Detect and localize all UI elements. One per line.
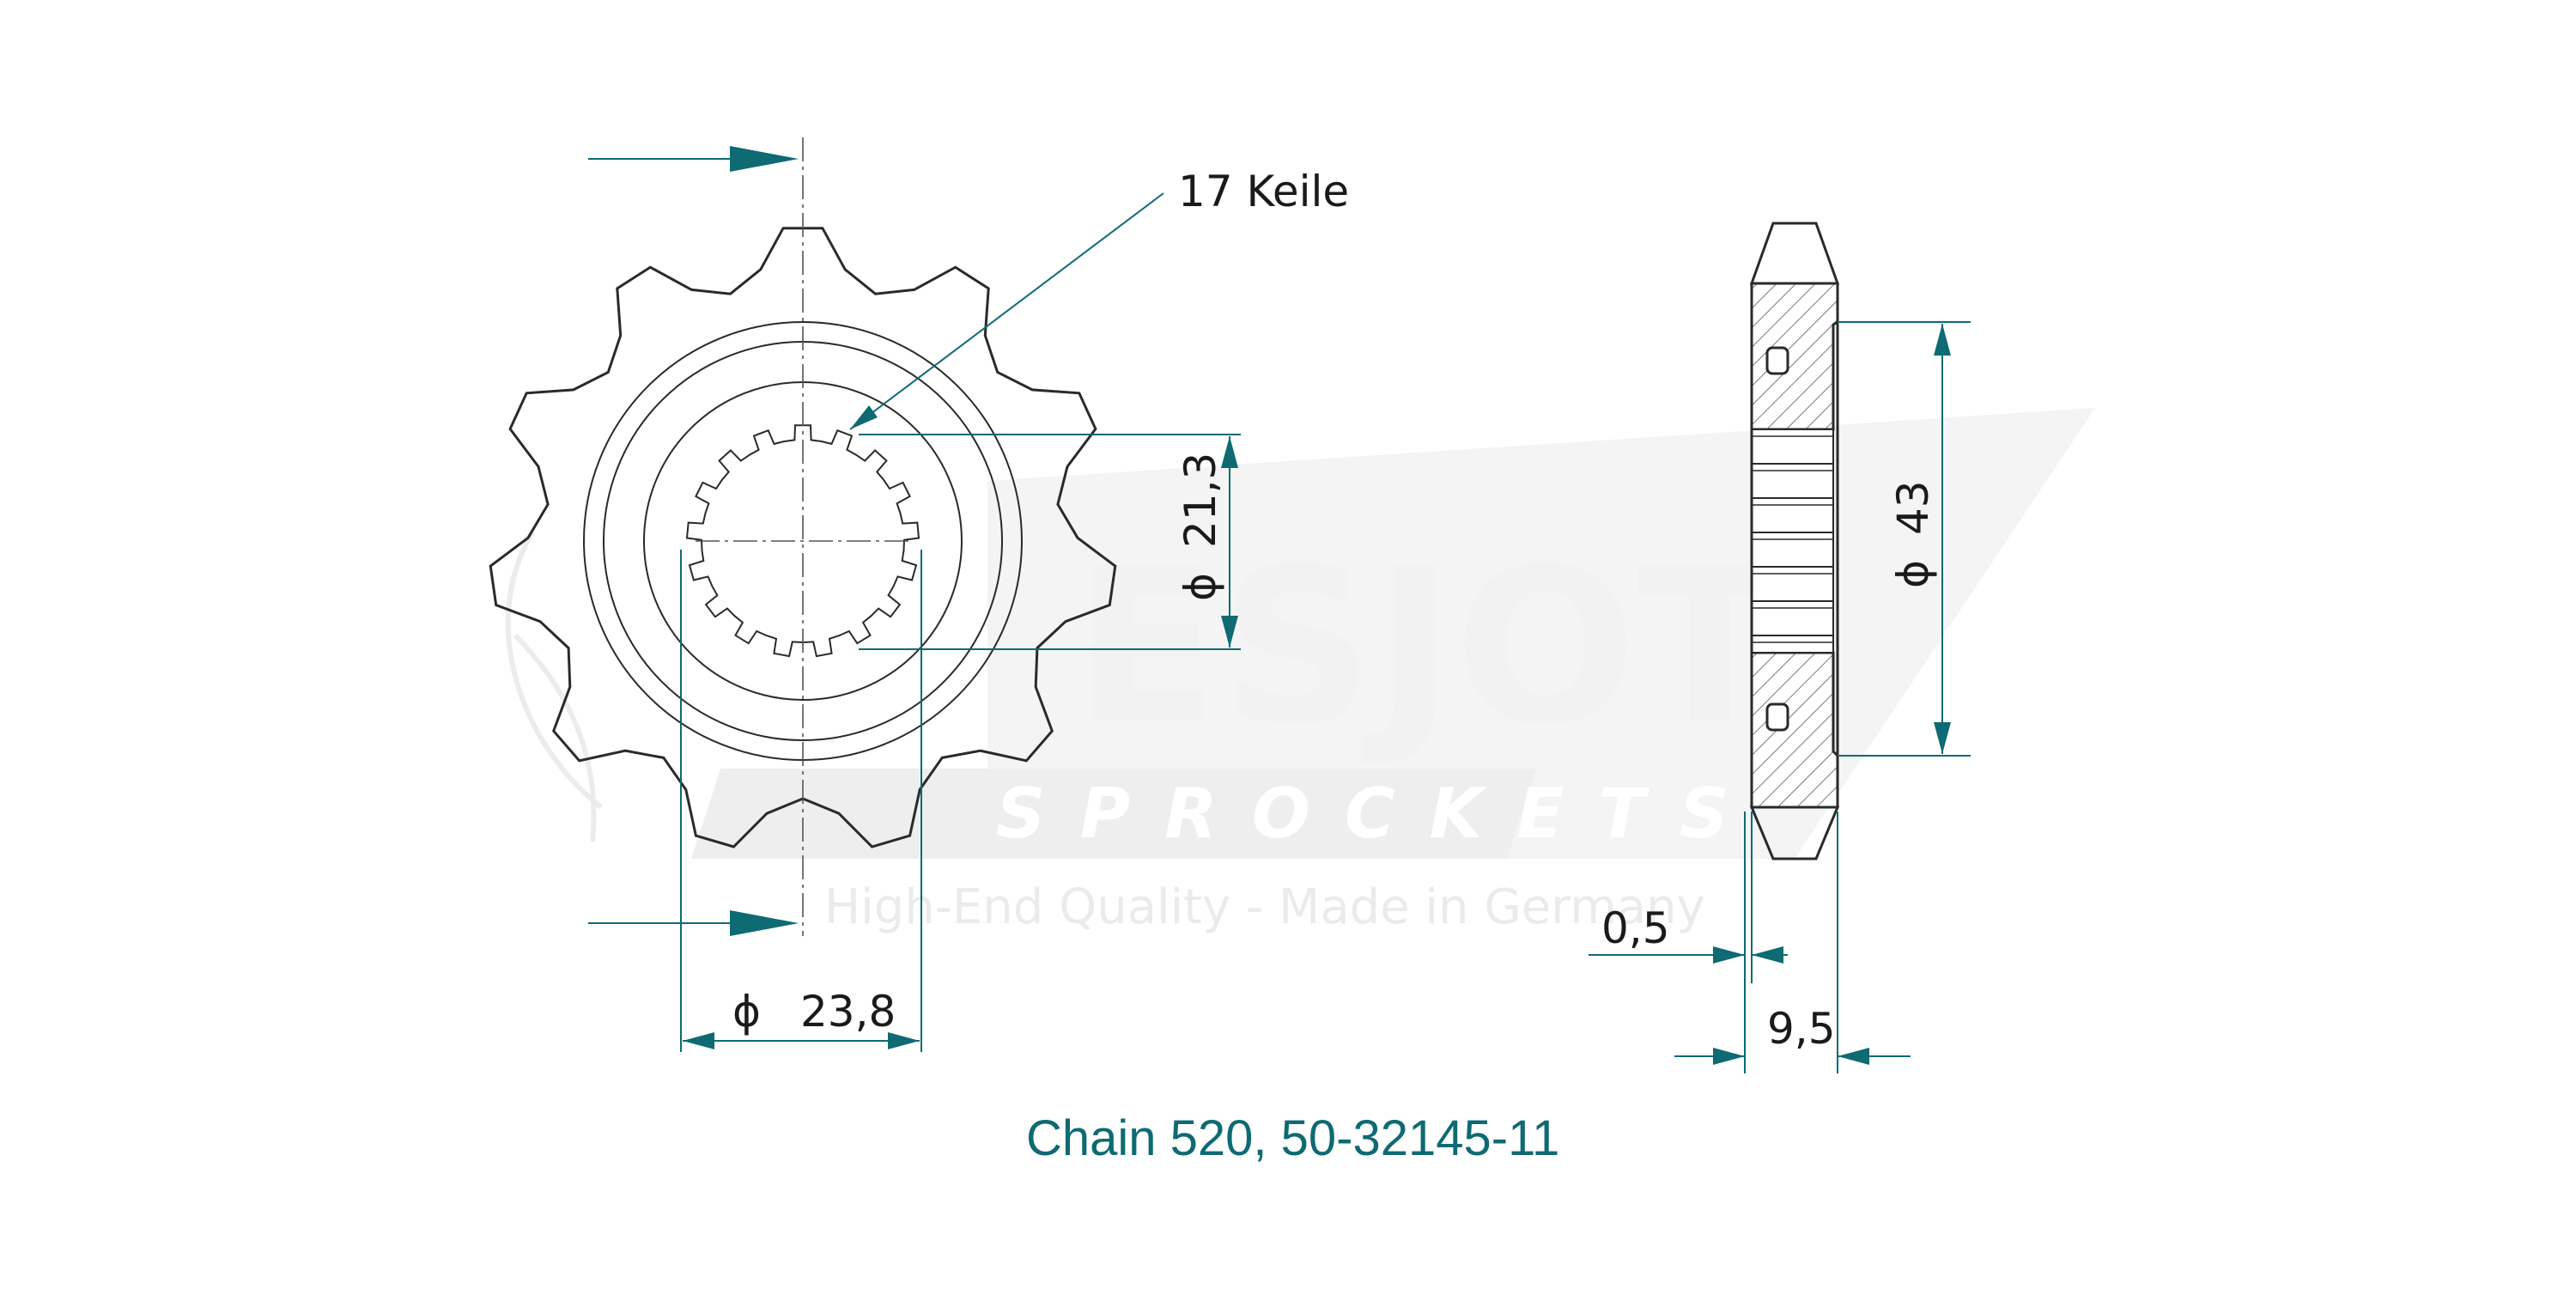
side-section-top	[1750, 282, 1839, 431]
side-spline-profile	[1751, 429, 1834, 654]
side-spline-ridge	[1751, 429, 1834, 465]
dim-offset-arrow-right	[1752, 946, 1783, 964]
spline-bore	[685, 424, 920, 658]
side-view: ϕ 43 0,5 9,5	[1589, 222, 1971, 1073]
dim-diam43-arrow-bottom	[1934, 722, 1951, 754]
watermark: ESJOT ® SPROCKETS High-End Quality - Mad…	[505, 408, 2095, 935]
side-spline-ridge	[1751, 463, 1834, 499]
side-groove-top	[1765, 346, 1789, 375]
splines-leader-line	[849, 192, 1164, 430]
watermark-tagline: High-End Quality - Made in Germany	[824, 879, 1705, 935]
dim-hub-arrow-right	[888, 1032, 920, 1049]
splines-label: 17 Keile	[1178, 167, 1349, 216]
dim-hub-value: 23,8	[800, 987, 896, 1037]
dim-diam43-value: 43	[1888, 480, 1938, 535]
dim-hub-arrow-left	[683, 1032, 714, 1049]
side-groove-bottom	[1765, 702, 1789, 732]
sprocket-tooth-outline	[489, 227, 1117, 848]
dim-inner-symbol: ϕ	[1176, 573, 1225, 601]
side-spline-ridge	[1751, 566, 1834, 602]
dim-width-arrow-right	[1838, 1048, 1869, 1065]
side-spline-ridge	[1751, 600, 1834, 636]
dim-diam43-arrow-top	[1934, 324, 1951, 356]
section-arrow-top	[730, 146, 799, 172]
dim-inner-value: 21,3	[1176, 453, 1225, 548]
side-spline-ridge	[1751, 532, 1834, 568]
dim-offset-value: 0,5	[1601, 903, 1670, 953]
caption: Chain 520, 50-32145-11	[1026, 1110, 1559, 1166]
watermark-subtitle: SPROCKETS	[996, 774, 1763, 854]
side-tooth-top	[1749, 222, 1840, 285]
dim-hub-symbol: ϕ	[732, 987, 761, 1037]
watermark-subtitle-band	[691, 769, 1537, 859]
front-view: 17 Keile ϕ 21,3 ϕ 23,8	[489, 137, 1349, 1052]
section-arrow-bottom	[730, 910, 799, 936]
watermark-brand: ESJOT	[1073, 522, 1783, 772]
dim-offset-arrow-left	[1713, 946, 1745, 964]
dim-diam43-symbol: ϕ	[1888, 560, 1938, 588]
side-spline-ridge	[1751, 497, 1834, 533]
dim-inner-arrow-bottom	[1221, 616, 1238, 648]
side-section-bottom	[1750, 651, 1839, 809]
dim-width-arrow-left	[1713, 1048, 1745, 1065]
side-spline-ridge	[1751, 635, 1834, 654]
splines-leader-arrow	[850, 405, 878, 429]
dim-inner-arrow-top	[1221, 436, 1238, 468]
watermark-swoosh	[505, 531, 603, 842]
dim-width-value: 9,5	[1767, 1004, 1836, 1054]
